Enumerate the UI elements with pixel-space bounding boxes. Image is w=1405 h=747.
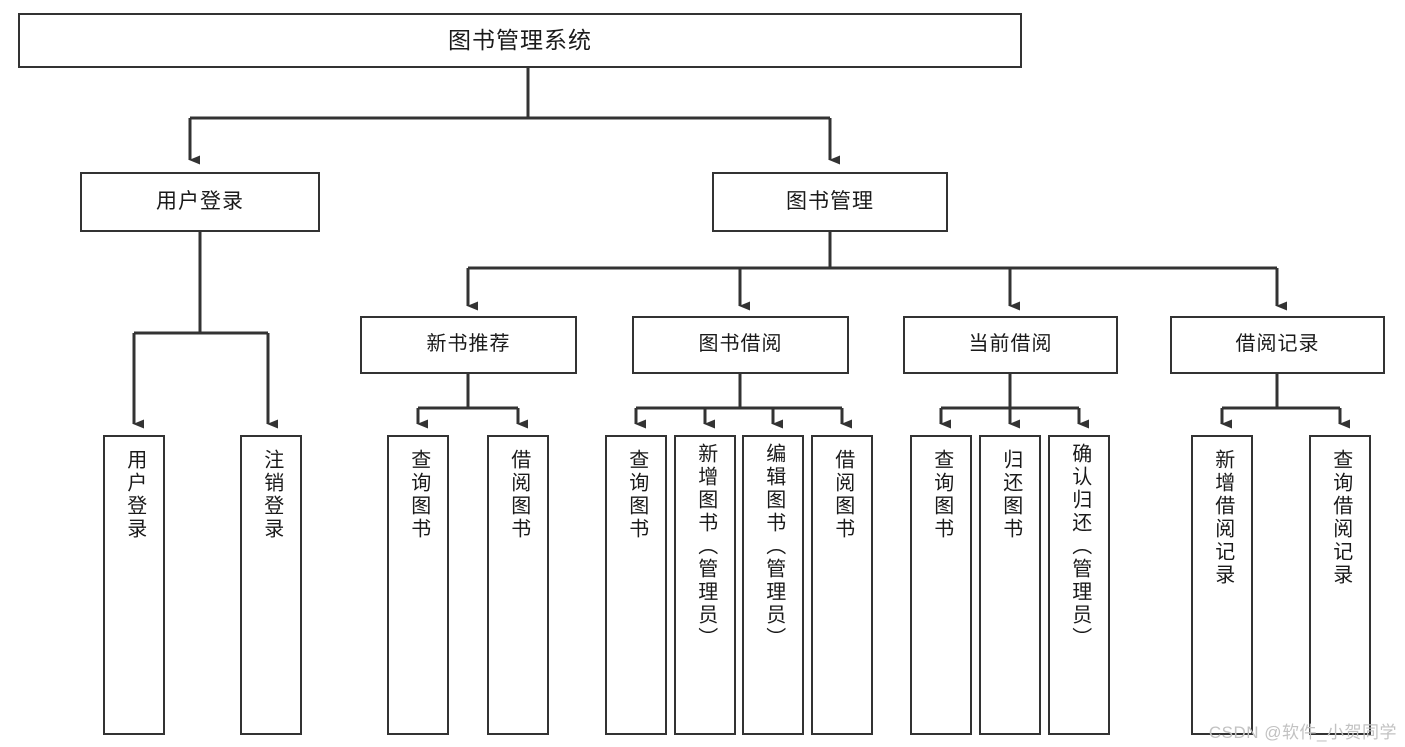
leaf-borrow-book-recommend[interactable]: 借阅图书 <box>487 435 549 735</box>
leaf-borrow-book-borrow[interactable]: 借阅图书 <box>811 435 873 735</box>
leaf-edit-book-admin[interactable]: 编辑图书（管理员） <box>742 435 804 735</box>
node-label: 注销登录 <box>260 449 283 541</box>
node-label: 新书推荐 <box>426 333 511 356</box>
node-label: 用户登录 <box>156 189 244 213</box>
leaf-logout[interactable]: 注销登录 <box>240 435 302 735</box>
leaf-query-book-borrow[interactable]: 查询图书 <box>605 435 667 735</box>
node-label: 图书管理系统 <box>448 26 592 53</box>
node-label: 用户登录 <box>123 449 146 541</box>
leaf-return-book[interactable]: 归还图书 <box>979 435 1041 735</box>
node-label: 查询图书 <box>625 449 648 541</box>
node-book-management[interactable]: 图书管理 <box>712 172 948 232</box>
node-label: 归还图书 <box>999 449 1022 541</box>
leaf-confirm-return-admin[interactable]: 确认归还（管理员） <box>1048 435 1110 735</box>
node-label: 新增图书（管理员） <box>694 443 717 650</box>
node-label: 查询图书 <box>930 449 953 541</box>
node-label: 查询图书 <box>407 449 430 541</box>
leaf-query-borrow-record[interactable]: 查询借阅记录 <box>1309 435 1371 735</box>
leaf-query-book-current[interactable]: 查询图书 <box>910 435 972 735</box>
node-label: 编辑图书（管理员） <box>762 443 785 650</box>
leaf-add-book-admin[interactable]: 新增图书（管理员） <box>674 435 736 735</box>
node-book-borrow[interactable]: 图书借阅 <box>632 316 849 374</box>
node-user-login[interactable]: 用户登录 <box>80 172 320 232</box>
node-label: 借阅记录 <box>1235 333 1320 356</box>
node-borrow-record[interactable]: 借阅记录 <box>1170 316 1385 374</box>
node-system-root[interactable]: 图书管理系统 <box>18 13 1022 68</box>
node-label: 当前借阅 <box>968 333 1053 356</box>
node-label: 借阅图书 <box>831 449 854 541</box>
node-label: 查询借阅记录 <box>1329 449 1352 587</box>
node-label: 图书借阅 <box>698 333 783 356</box>
node-label: 新增借阅记录 <box>1211 449 1234 587</box>
leaf-user-login[interactable]: 用户登录 <box>103 435 165 735</box>
node-new-book-recommend[interactable]: 新书推荐 <box>360 316 577 374</box>
leaf-add-borrow-record[interactable]: 新增借阅记录 <box>1191 435 1253 735</box>
node-label: 确认归还（管理员） <box>1068 443 1091 650</box>
leaf-query-book-recommend[interactable]: 查询图书 <box>387 435 449 735</box>
node-label: 图书管理 <box>786 189 874 213</box>
node-current-borrow[interactable]: 当前借阅 <box>903 316 1118 374</box>
node-label: 借阅图书 <box>507 449 530 541</box>
